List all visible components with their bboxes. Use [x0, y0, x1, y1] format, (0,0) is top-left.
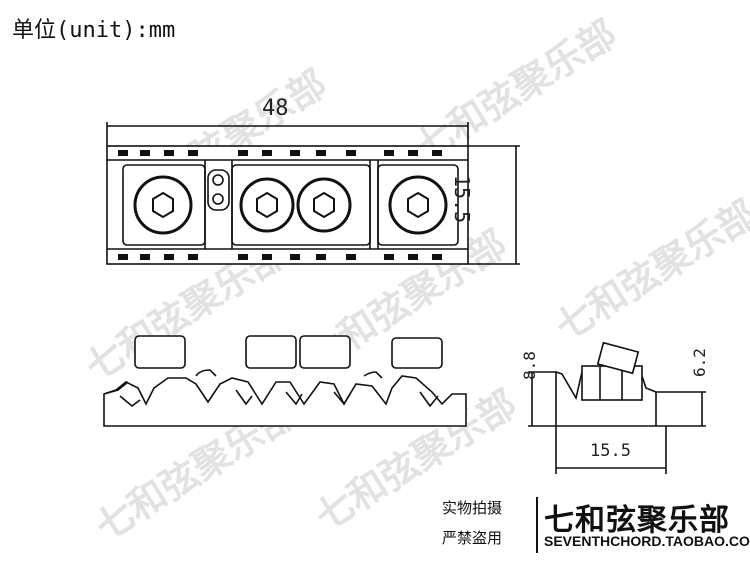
brand-name: 七和弦聚乐部 — [544, 503, 730, 538]
brand-line1: 实物拍摄 — [442, 499, 503, 517]
dimension-side-width: 15.5 — [590, 441, 631, 461]
dimension-side-height: 8.8 — [520, 351, 539, 380]
brand-stamp: 实物拍摄 严禁盗用 七和弦聚乐部 SEVENTHCHORD.TAOBAO.COM — [432, 491, 750, 563]
dimension-top-height: 15.5 — [450, 175, 474, 224]
unit-label: 单位(unit):mm — [12, 18, 176, 43]
dimension-side-low-height: 6.2 — [690, 348, 709, 377]
brand-line2: 严禁盗用 — [442, 529, 503, 547]
brand-url: SEVENTHCHORD.TAOBAO.COM — [544, 533, 750, 549]
dimension-top-width: 48 — [262, 96, 289, 121]
brand-divider — [536, 497, 538, 553]
